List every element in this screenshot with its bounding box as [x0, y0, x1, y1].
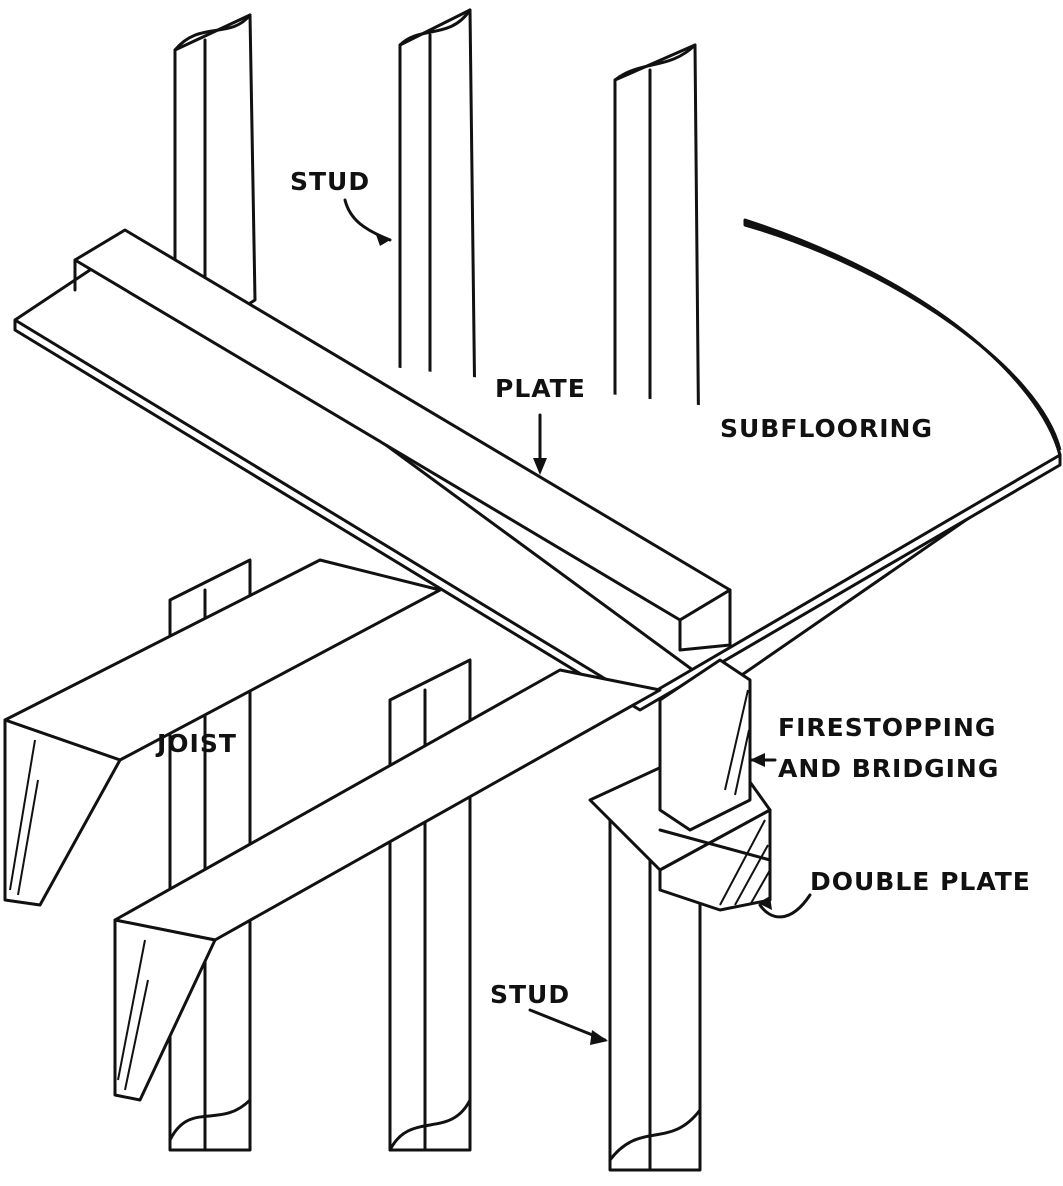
- arrow-firestopping: [750, 753, 777, 767]
- firestopping-block: [658, 658, 752, 832]
- label-subflooring: SUBFLOORING: [720, 414, 933, 443]
- label-firestopping-line1: FIRESTOPPING: [778, 713, 996, 742]
- joist-left-end-hatch: [9, 739, 39, 896]
- label-joist: JOIST: [155, 729, 237, 758]
- plate: [73, 228, 732, 652]
- double-plate-hatch: [719, 819, 771, 906]
- joist-front: [113, 668, 662, 1102]
- arrow-double-plate: [758, 893, 812, 919]
- label-plate: PLATE: [495, 374, 586, 403]
- label-double-plate: DOUBLE PLATE: [810, 867, 1031, 896]
- arrow-stud-lower: [528, 1008, 608, 1045]
- label-stud-upper: STUD: [290, 167, 370, 196]
- arrow-plate: [533, 413, 547, 475]
- joist-left: [3, 558, 442, 907]
- label-stud-lower: STUD: [490, 980, 570, 1009]
- arrow-stud-upper: [343, 198, 392, 246]
- firestopping-hatch: [724, 689, 750, 796]
- label-firestopping-line2: AND BRIDGING: [778, 754, 999, 783]
- joist-front-end-hatch: [117, 939, 149, 1091]
- subflooring: [13, 218, 1062, 712]
